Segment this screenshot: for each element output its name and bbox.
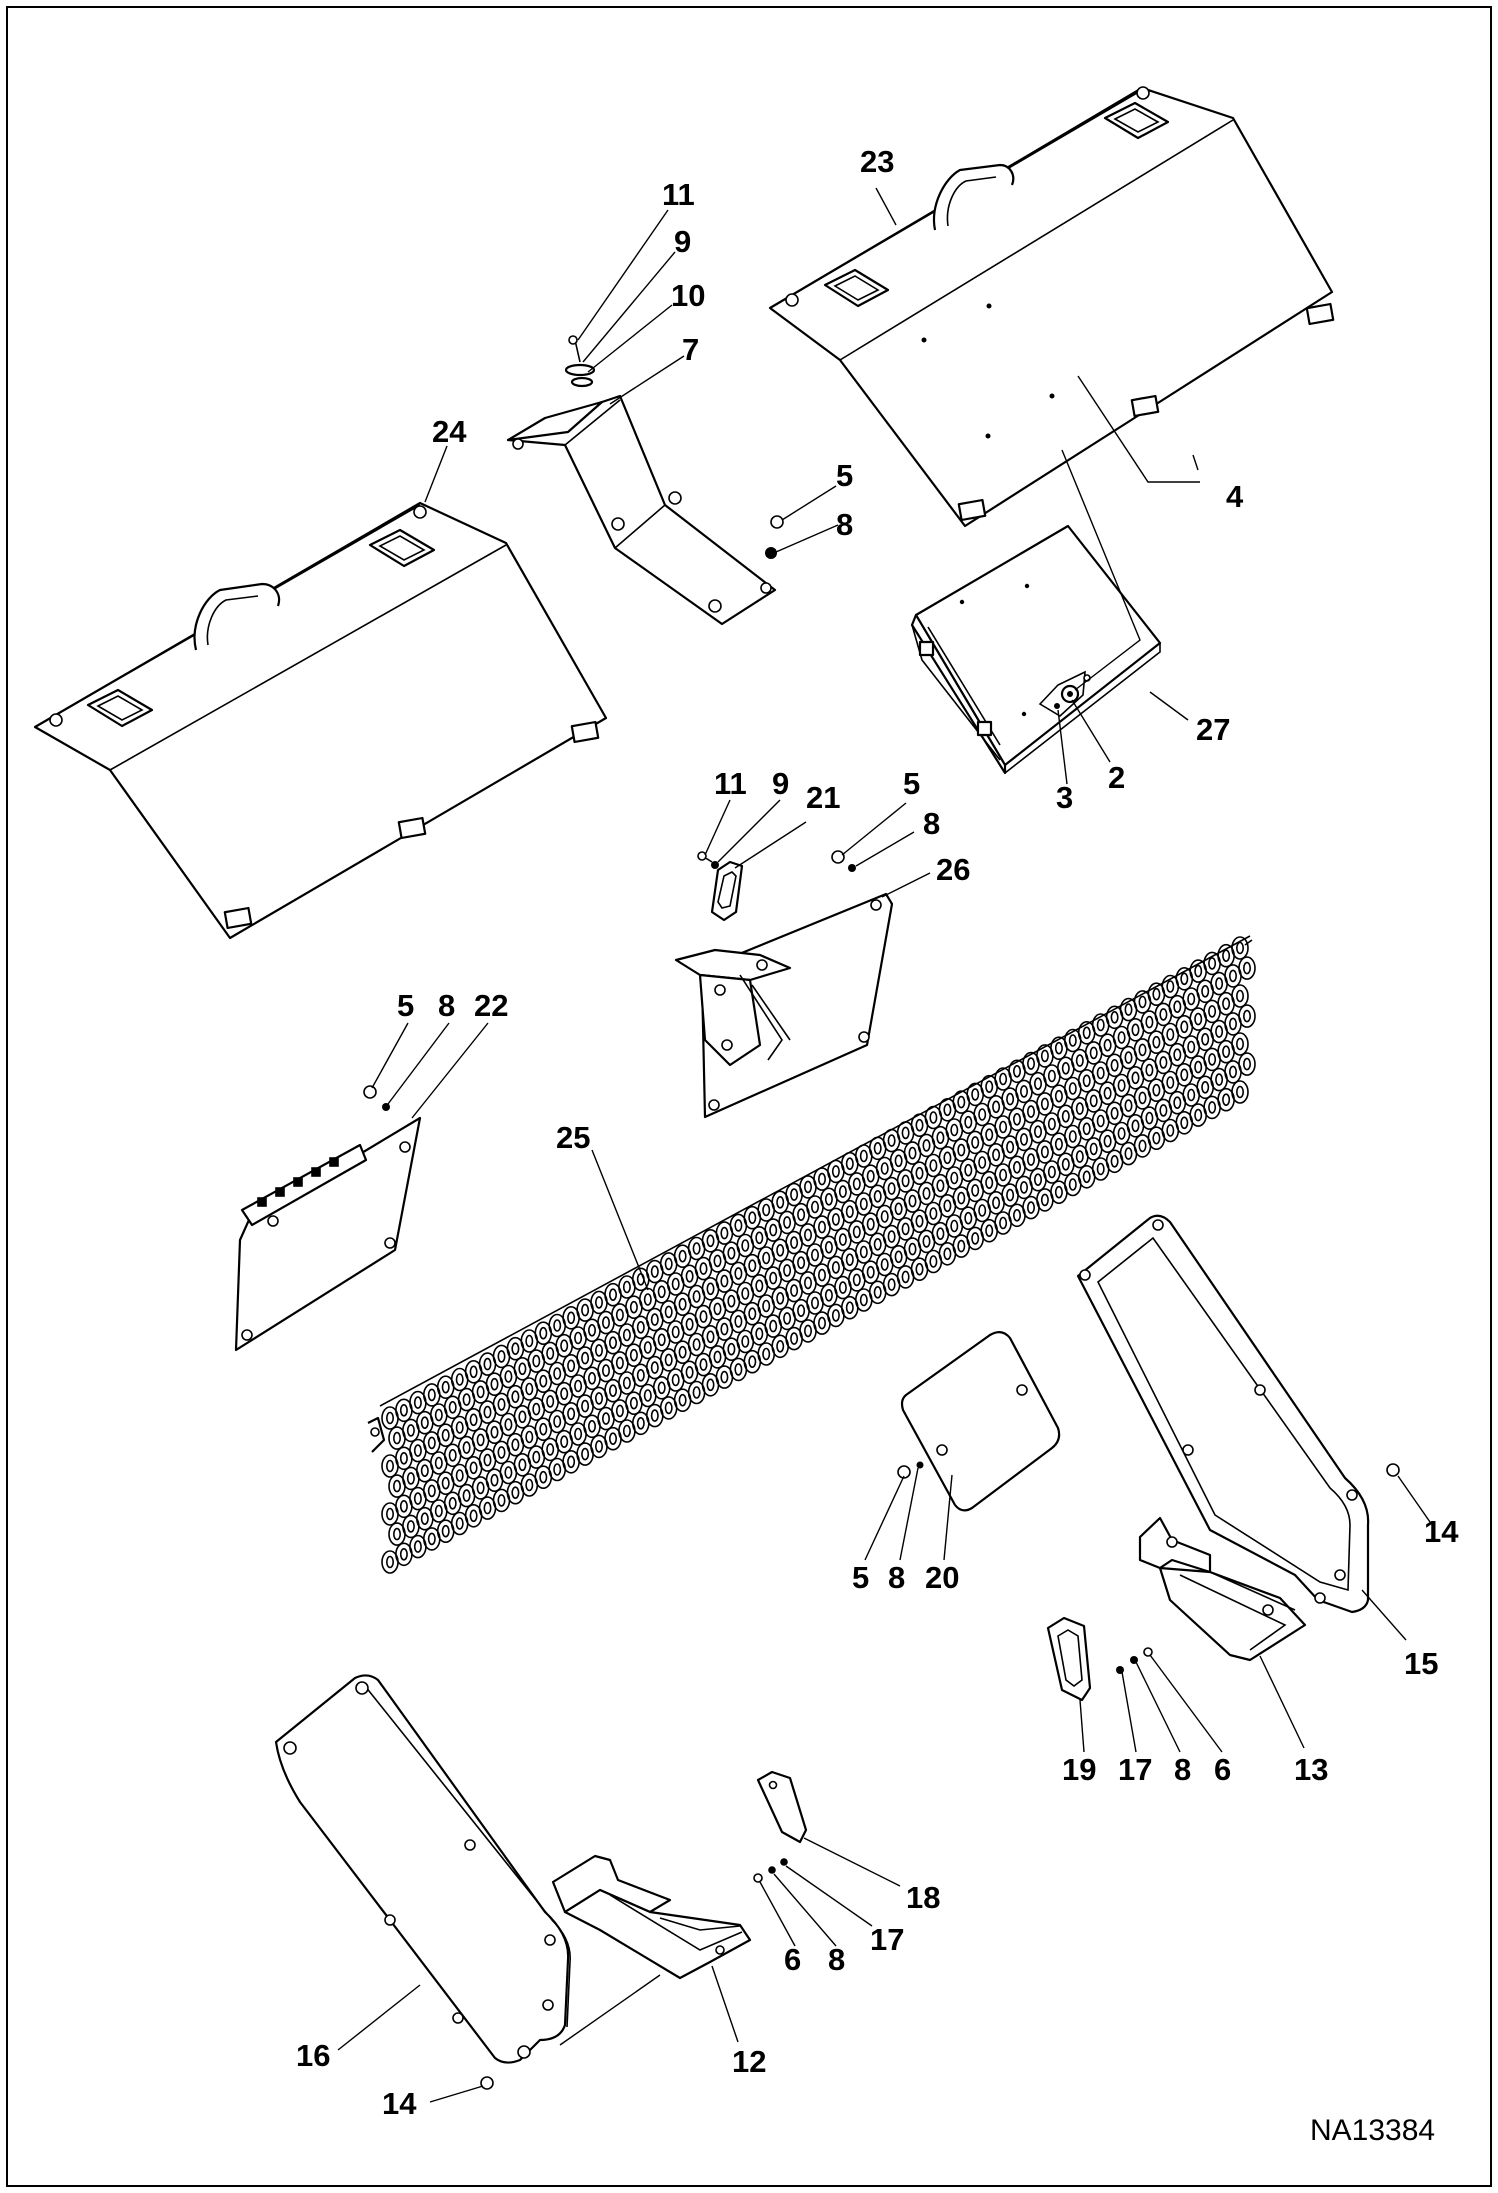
callout-8: 8 [828,1942,845,1977]
callout-6: 6 [784,1942,801,1977]
side-panel-part-16 [274,1674,571,2090]
callout-14: 14 [382,2086,417,2121]
callout-26: 26 [936,852,970,887]
callout-8: 8 [888,1560,905,1595]
leader-lines [337,187,1431,2103]
cover-plate-part-20 [897,1331,1061,1512]
callout-27: 27 [1196,712,1230,747]
callout-2: 2 [1108,760,1125,795]
callout-16: 16 [296,2038,330,2073]
callout-8: 8 [1174,1752,1191,1787]
bracket-part-19 [1046,1616,1153,1702]
callout-5: 5 [903,766,920,801]
plate-part-22 [234,1085,422,1352]
callout-6: 6 [1214,1752,1231,1787]
callout-8: 8 [836,507,853,542]
callout-14: 14 [1424,1514,1459,1549]
callout-8: 8 [438,988,455,1023]
callout-3: 3 [1056,780,1073,815]
callout-19: 19 [1062,1752,1096,1787]
callout-5: 5 [397,988,414,1023]
shield-part-23 [768,86,1335,528]
callout-4: 4 [1226,479,1244,514]
cover-part-21 [697,851,744,922]
chain-link [1231,1032,1249,1056]
callout-17: 17 [870,1922,904,1957]
chain-link [1238,1004,1256,1028]
callout-21: 21 [806,780,840,815]
callout-9: 9 [674,224,691,259]
bracket-part-7 [506,335,784,626]
callout-22: 22 [474,988,508,1023]
callout-11: 11 [662,177,695,212]
box-part-27 [910,524,1162,775]
plate-part-26 [674,850,894,1119]
callout-11: 11 [714,766,747,801]
chain-rod [379,935,1251,1407]
callout-15: 15 [1404,1646,1438,1681]
chain-link [1238,1052,1256,1076]
callout-5: 5 [836,458,853,493]
callout-5: 5 [852,1560,869,1595]
callout-17: 17 [1118,1752,1152,1787]
callout-12: 12 [732,2044,766,2079]
drawing-code: NA13384 [1310,2114,1435,2147]
chain-link [1238,956,1256,980]
chain-curtain-part-25 [367,935,1256,1574]
chain-link [1231,936,1249,960]
callout-18: 18 [906,1880,940,1915]
bracket-part-18 [753,1770,808,1883]
callout-9: 9 [772,766,789,801]
callout-10: 10 [671,278,705,313]
shield-part-24 [33,501,608,940]
foot-part-12 [551,1854,752,1980]
callout-23: 23 [860,144,894,179]
foot-part-13 [1138,1516,1307,1662]
callout-24: 24 [432,414,467,449]
callout-8: 8 [923,806,940,841]
callout-labels: 11 9 10 7 23 24 5 8 4 27 2 3 11 9 21 5 8… [296,144,1459,2121]
side-frame-part-15 [1076,1214,1400,1614]
callout-13: 13 [1294,1752,1328,1787]
callout-7: 7 [682,332,699,367]
callout-25: 25 [556,1120,590,1155]
callout-20: 20 [925,1560,959,1595]
chain-link [1231,984,1249,1008]
chain-link [1231,1080,1249,1104]
